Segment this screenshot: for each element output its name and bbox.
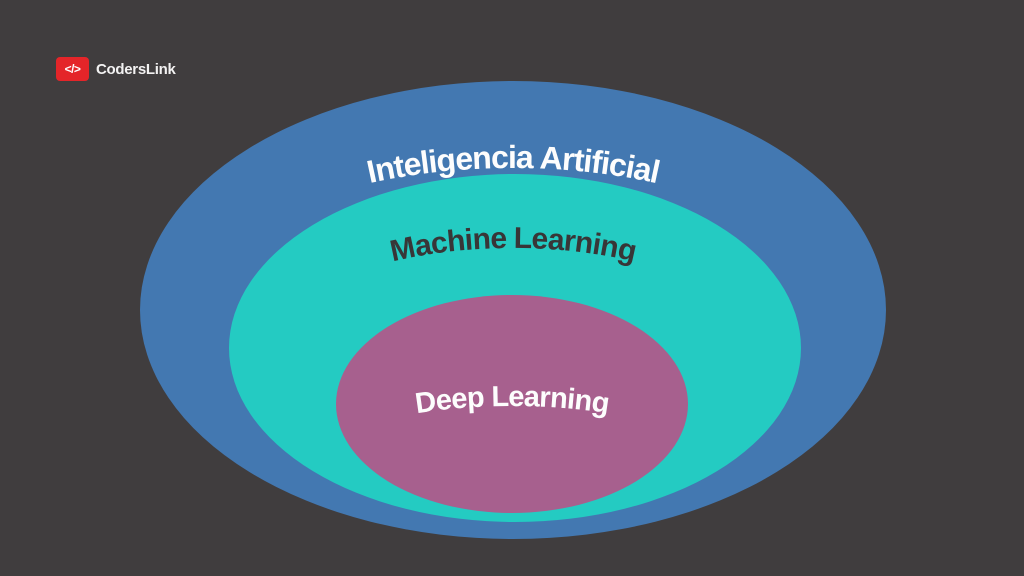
brand-logo: </> CodersLink bbox=[56, 57, 176, 81]
brand-name: CodersLink bbox=[96, 60, 176, 78]
code-brackets-icon: </> bbox=[56, 57, 89, 81]
code-brackets-glyph: </> bbox=[64, 62, 81, 76]
deep-learning-ellipse bbox=[336, 295, 688, 513]
